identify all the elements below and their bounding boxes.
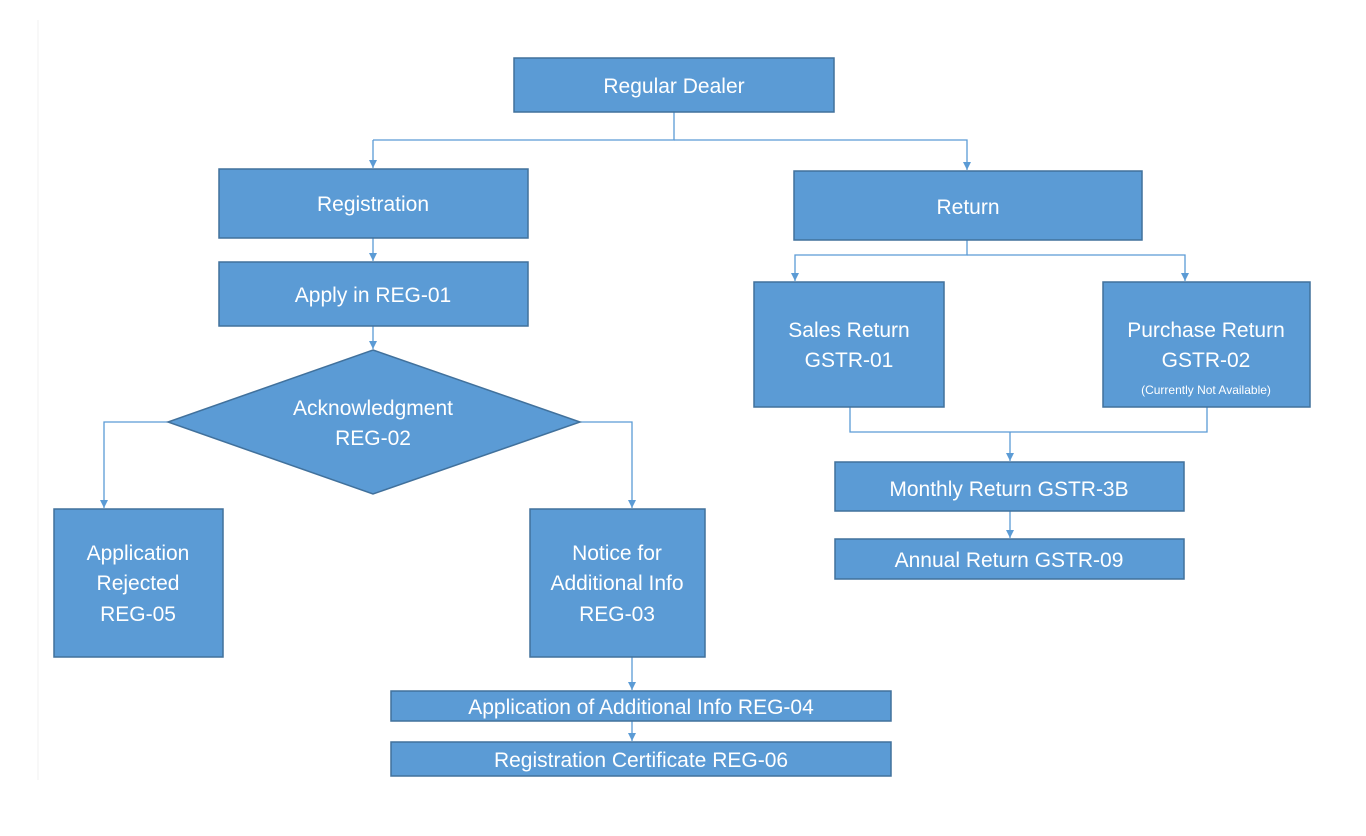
node-registration-certificate: Registration Certificate REG-06 <box>390 741 892 777</box>
node-annual-return-label: Annual Return GSTR-09 <box>895 549 1124 572</box>
node-notice-additional-info-line2: Additional Info <box>550 572 683 595</box>
node-purchase-return-note: (Currently Not Available) <box>1141 383 1271 397</box>
node-apply-reg01: Apply in REG-01 <box>218 261 529 327</box>
node-purchase-return-line2: GSTR-02 <box>1162 349 1251 372</box>
connector-sales-merge <box>849 407 1208 433</box>
connector-return-split <box>791 240 968 281</box>
node-sales-return-line1: Sales Return <box>788 319 909 342</box>
node-notice-additional-info-line1: Notice for <box>572 542 662 565</box>
connectors <box>100 112 1208 741</box>
node-regular-dealer: Regular Dealer <box>513 57 835 113</box>
node-notice-additional-info: Notice for Additional Info REG-03 <box>529 508 706 658</box>
node-acknowledgment-line2: REG-02 <box>335 427 411 450</box>
node-return-label: Return <box>936 196 999 219</box>
connector-return-to-purchase <box>967 254 1189 281</box>
connector-ack-to-rejected <box>100 421 168 508</box>
node-acknowledgment: Acknowledgment REG-02 <box>165 349 583 495</box>
connector-dealer-to-return <box>674 139 971 170</box>
node-purchase-return: Purchase Return GSTR-02 (Currently Not A… <box>1102 281 1311 408</box>
node-purchase-return-line1: Purchase Return <box>1127 319 1285 342</box>
node-monthly-return-label: Monthly Return GSTR-3B <box>889 478 1128 501</box>
node-sales-return-line2: GSTR-01 <box>805 349 894 372</box>
node-application-rejected-line1: Application <box>87 542 190 565</box>
node-registration: Registration <box>218 168 529 239</box>
node-application-rejected-line3: REG-05 <box>100 603 176 626</box>
node-annual-return: Annual Return GSTR-09 <box>834 538 1185 580</box>
node-application-rejected-line2: Rejected <box>97 572 180 595</box>
node-registration-certificate-label: Registration Certificate REG-06 <box>494 749 788 772</box>
node-regular-dealer-label: Regular Dealer <box>603 75 744 98</box>
node-sales-return: Sales Return GSTR-01 <box>753 281 945 408</box>
node-application-additional-info: Application of Additional Info REG-04 <box>390 690 892 722</box>
node-notice-additional-info-line3: REG-03 <box>579 603 655 626</box>
node-registration-label: Registration <box>317 193 429 216</box>
node-application-additional-info-label: Application of Additional Info REG-04 <box>468 696 814 719</box>
node-monthly-return: Monthly Return GSTR-3B <box>834 461 1185 512</box>
node-return: Return <box>793 170 1143 241</box>
node-application-rejected: Application Rejected REG-05 <box>53 508 224 658</box>
connector-dealer-split <box>373 112 675 141</box>
node-acknowledgment-line1: Acknowledgment <box>293 397 453 420</box>
connector-ack-to-notice <box>580 421 636 508</box>
node-apply-reg01-label: Apply in REG-01 <box>295 284 451 307</box>
